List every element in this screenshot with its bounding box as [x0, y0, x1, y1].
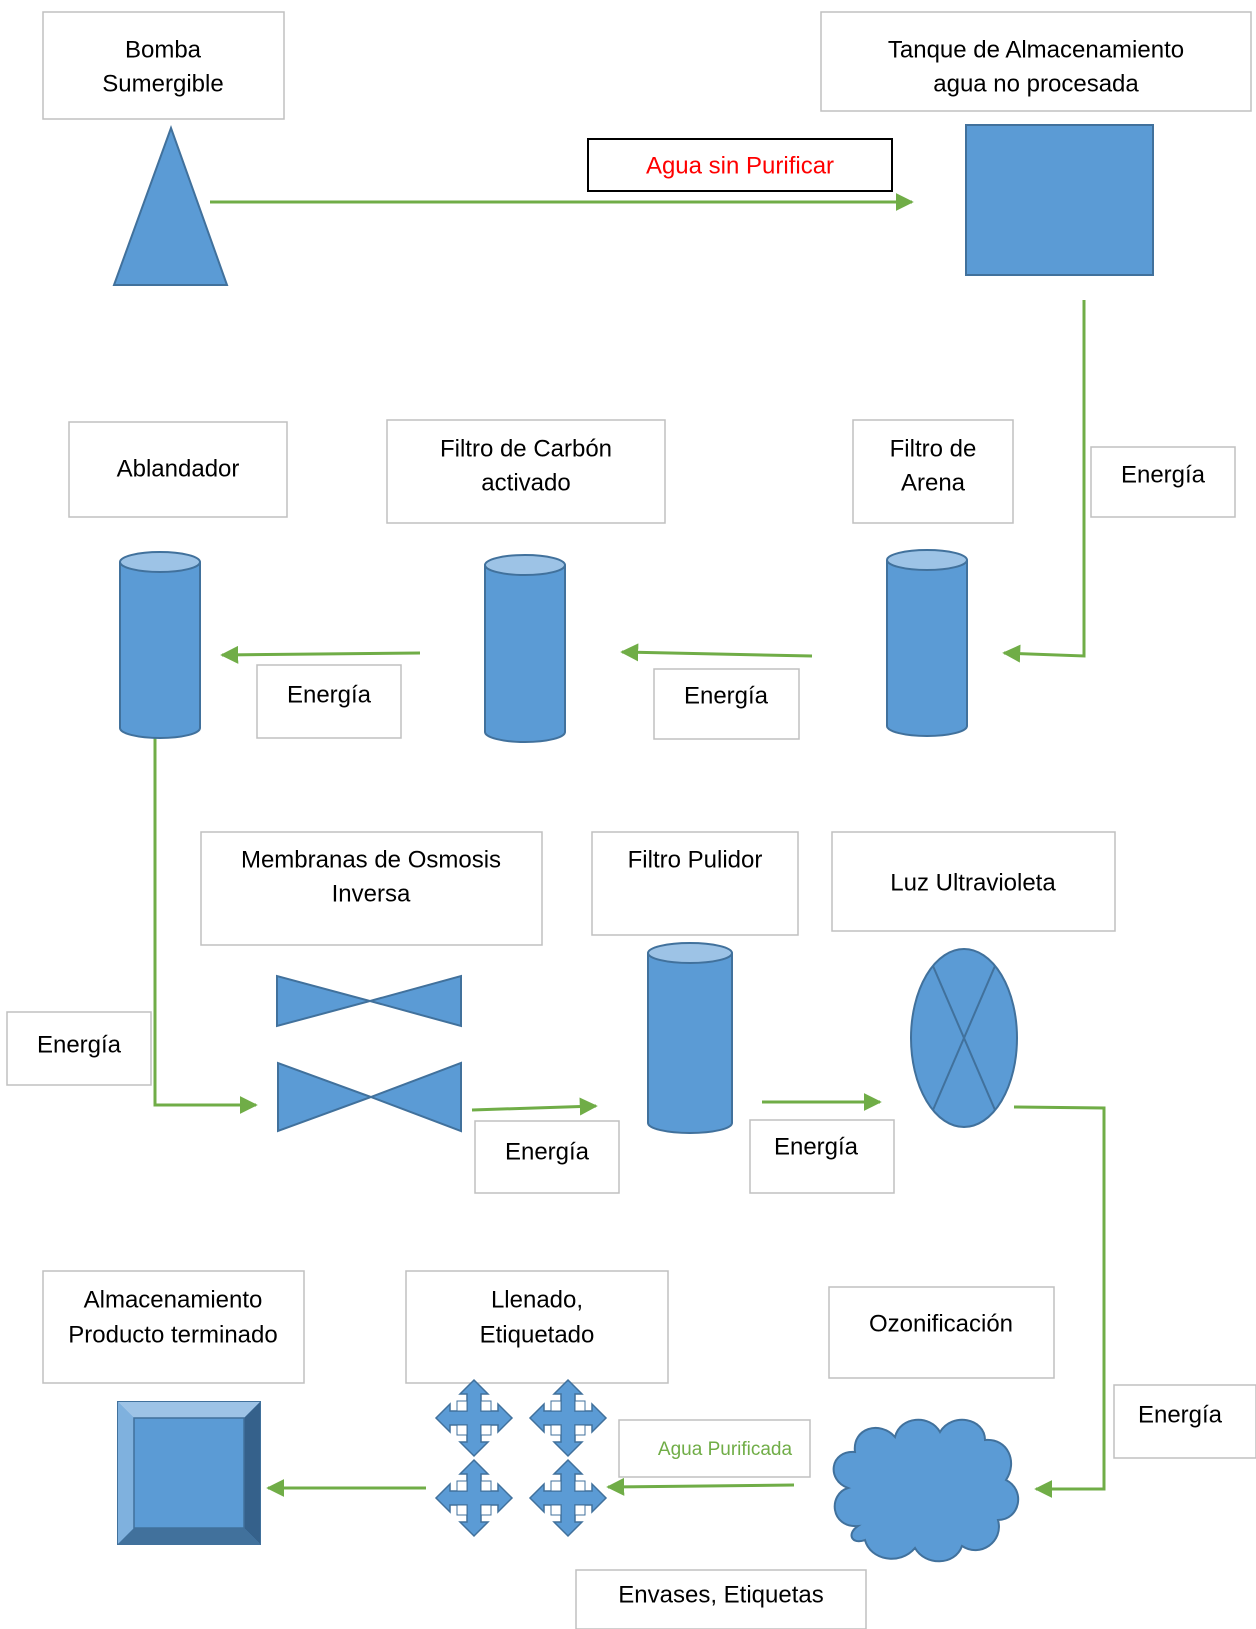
flow-softener-to-osmosis — [153, 723, 258, 1114]
filtro-pulidor-label: Filtro Pulidor — [628, 846, 763, 873]
flow-carbon-to-softener — [220, 645, 421, 664]
llenado-label-box — [405, 1270, 669, 1384]
agua-purificada-label: Agua Purificada — [658, 1439, 793, 1460]
x-ellipse-uv-icon — [910, 948, 1018, 1128]
agua-sin-purificar-box — [587, 138, 893, 192]
four-way-arrow-icon — [434, 1378, 514, 1458]
envases-label-box — [575, 1569, 867, 1629]
energia-label-7: Energía — [1138, 1401, 1223, 1428]
filtro-carbon-label-line1: Filtro de Carbón — [440, 435, 612, 462]
osmosis-label-box — [200, 831, 543, 946]
four-way-arrow-icon — [528, 1378, 608, 1458]
four-way-arrow-icon — [434, 1458, 514, 1538]
ozonificacion-label: Ozonificación — [869, 1310, 1013, 1337]
filtro-arena-label-line2: Arena — [901, 469, 966, 496]
energia-label-6: Energía — [774, 1133, 859, 1160]
ozonificacion-label-box — [828, 1286, 1055, 1379]
almacenamiento-label-line1: Almacenamiento — [84, 1286, 263, 1313]
flow-sand-to-carbon — [620, 643, 813, 662]
bomba-label-line2: Sumergible — [102, 70, 223, 97]
tank-icon — [965, 124, 1154, 276]
filling-icon-group — [434, 1378, 608, 1538]
energia-box-7 — [1113, 1384, 1256, 1459]
flow-osmosis-to-polisher — [471, 1097, 598, 1116]
energia-box-6 — [749, 1119, 895, 1194]
flow-ozone-to-filling — [606, 1477, 795, 1496]
beveled-square-storage-icon — [117, 1401, 261, 1545]
filtro-arena-label-line1: Filtro de — [890, 435, 977, 462]
triangle-pump-icon — [112, 125, 229, 286]
tanque-label-box — [820, 11, 1252, 112]
filtro-arena-label-box — [852, 419, 1014, 524]
bomba-label-line1: Bomba — [125, 36, 202, 63]
osmosis-label-line2: Inversa — [332, 880, 411, 907]
envases-label: Envases, Etiquetas — [618, 1581, 823, 1608]
flow-tank-to-sand-filter — [1002, 300, 1086, 663]
flow-uv-to-ozone — [1013, 1105, 1106, 1498]
luz-uv-label: Luz Ultravioleta — [890, 869, 1056, 896]
energia-label-5: Energía — [505, 1138, 590, 1165]
energia-box-2 — [256, 664, 402, 739]
cylinder-filter-icon — [484, 554, 566, 743]
four-way-arrow-icon — [528, 1458, 608, 1538]
energia-box-1 — [1090, 446, 1236, 518]
energia-box-3 — [653, 668, 800, 740]
cloud-ozone-icon — [832, 1418, 1020, 1563]
llenado-label-line1: Llenado, — [491, 1286, 583, 1313]
luz-uv-label-box — [831, 831, 1116, 932]
energia-label-2: Energía — [287, 681, 372, 708]
energia-box-5 — [474, 1120, 620, 1194]
energia-label-4: Energía — [37, 1031, 122, 1058]
energia-label-1: Energía — [1121, 461, 1206, 488]
ablandador-label-box — [68, 421, 288, 518]
cylinder-filter-icon — [119, 551, 201, 739]
tanque-label-line1: Tanque de Almacenamiento — [888, 36, 1184, 63]
almacenamiento-label-line2: Producto terminado — [68, 1321, 277, 1348]
cylinder-filter-icon — [886, 549, 968, 737]
bomba-label-box — [42, 11, 285, 120]
cylinder-filter-icon — [647, 942, 733, 1134]
llenado-label-line2: Etiquetado — [480, 1321, 595, 1348]
bowtie-membrane-icon — [277, 1061, 462, 1133]
energia-box-4 — [6, 1011, 152, 1086]
filtro-pulidor-label-box — [591, 831, 799, 936]
osmosis-label-line1: Membranas de Osmosis — [241, 846, 501, 873]
bowtie-membrane-icon — [276, 974, 462, 1028]
filtro-carbon-label-box — [386, 419, 666, 524]
filtro-carbon-label-line2: activado — [481, 469, 570, 496]
agua-purificada-box — [618, 1419, 811, 1478]
ablandador-label: Ablandador — [117, 455, 240, 482]
almacenamiento-label-box — [42, 1270, 305, 1384]
agua-sin-purificar-label: Agua sin Purificar — [646, 152, 834, 179]
tanque-label-line2: agua no procesada — [933, 70, 1139, 97]
energia-label-3: Energía — [684, 682, 769, 709]
